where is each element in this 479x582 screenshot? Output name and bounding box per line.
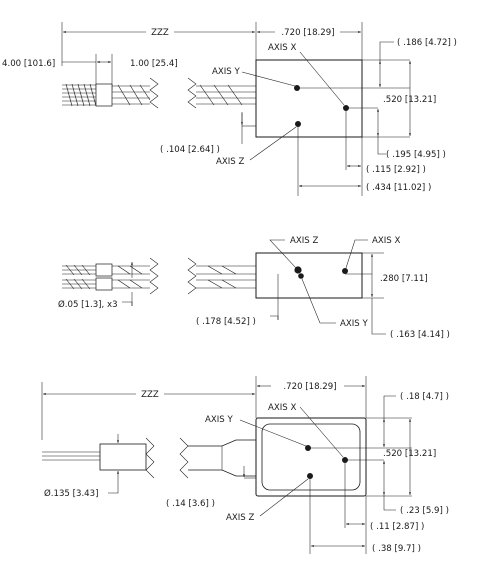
dim-18-label: ( .18 [4.7] ) <box>400 392 449 402</box>
sensor-body-bottom <box>255 417 367 497</box>
b-axis-z-label: AXIS Z <box>226 513 254 523</box>
dim-280-label: .280 [7.11] <box>380 274 428 284</box>
sensor-body-top <box>255 59 363 138</box>
lead-length-2-label: 1.00 [25.4] <box>130 59 178 69</box>
side-axis-x-label: AXIS X <box>372 236 400 246</box>
side-view: Ø.05 [1.3], x3 AXIS Z AXIS X AXIS Y .280… <box>58 236 450 340</box>
wire-bundle-left <box>62 77 159 109</box>
b-dim-520-label: .520 [13.21] <box>383 449 436 459</box>
b-axis-y-leader <box>239 419 307 447</box>
dim-38-label: ( .38 [9.7] ) <box>372 544 421 554</box>
dim-195-label: ( .195 [4.95] ) <box>386 150 446 160</box>
dim-163-label: ( .163 [4.14] ) <box>390 330 450 340</box>
side-axis-y-label: AXIS Y <box>340 319 368 329</box>
dim-11-label: ( .11 [2.87] ) <box>370 522 424 532</box>
axis-x-leader <box>299 51 345 106</box>
axis-z-label: AXIS Z <box>216 157 244 167</box>
side-axis-x-leader <box>345 239 368 269</box>
dim-195-leader <box>377 136 386 155</box>
dim-434-label: ( .434 [11.02] ) <box>366 183 431 193</box>
dim-186-leader <box>379 41 394 61</box>
dim-520-label: .520 [13.21] <box>383 95 436 105</box>
dim-163-leader <box>371 298 386 335</box>
cable-right <box>179 437 256 479</box>
side-wire-bundle-left <box>62 257 159 306</box>
width-label: .720 [18.29] <box>281 28 334 38</box>
b-axis-z-leader <box>259 478 309 517</box>
zzz-label: ZZZ <box>151 28 169 38</box>
axis-x-label: AXIS X <box>268 43 296 53</box>
side-axis-y-leader <box>301 278 336 324</box>
bottom-view: ZZZ .720 [18.29] Ø.135 [3.43] AXIS Y AXI… <box>41 376 449 554</box>
axis-y-marker <box>294 85 300 91</box>
wire-dia-label: Ø.05 [1.3], x3 <box>58 299 118 310</box>
axis-y-label: AXIS Y <box>212 67 240 77</box>
b-width-label: .720 [18.29] <box>283 382 336 392</box>
side-axis-y-marker <box>298 273 304 279</box>
wire-dia-leader <box>122 301 133 306</box>
cable-dia-label: Ø.135 [3.43] <box>44 488 98 499</box>
b-zzz-label: ZZZ <box>141 390 159 400</box>
side-axis-z-marker <box>294 266 302 274</box>
side-axis-z-label: AXIS Z <box>290 236 318 246</box>
axis-z-leader <box>249 126 297 161</box>
b-axis-y-label: AXIS Y <box>205 415 233 425</box>
dim-104-label: ( .104 [2.64] ) <box>160 145 220 155</box>
dim-178-label: ( .178 [4.52] ) <box>196 317 256 327</box>
side-axis-x-marker <box>342 268 348 274</box>
b-axis-z-marker <box>307 473 313 479</box>
dim-18-leader <box>383 395 396 419</box>
dim-115-label: ( .115 [2.92] ) <box>366 165 426 175</box>
dim-23-label: ( .23 [5.9] ) <box>400 506 449 516</box>
lead-length-1-label: 4.00 [101.6] <box>2 59 55 69</box>
cable-left <box>42 434 155 494</box>
b-axis-x-label: AXIS X <box>268 403 296 413</box>
top-view: ZZZ .720 [18.29] 4.00 [101.6] 1.00 [25.4… <box>2 22 457 196</box>
side-axis-z-leader <box>269 239 297 269</box>
axis-x-marker <box>343 105 349 111</box>
dim-14-label: ( .14 [3.6] ) <box>166 499 215 509</box>
sensor-body-inner <box>261 423 361 491</box>
side-wire-bundle-right <box>187 257 256 295</box>
b-axis-y-marker <box>305 445 311 451</box>
b-axis-x-leader <box>299 406 344 458</box>
dim-178-leader <box>270 315 279 320</box>
sensor-body-side <box>255 252 363 299</box>
axis-y-leader <box>241 71 296 87</box>
dim-186-label: ( .186 [4.72] ) <box>397 38 457 48</box>
wire-bundle-right <box>187 77 256 144</box>
axis-z-marker <box>295 121 301 127</box>
dim-23-leader <box>383 495 396 511</box>
b-axis-x-marker <box>342 457 348 463</box>
cable-dia-leader <box>108 490 119 494</box>
